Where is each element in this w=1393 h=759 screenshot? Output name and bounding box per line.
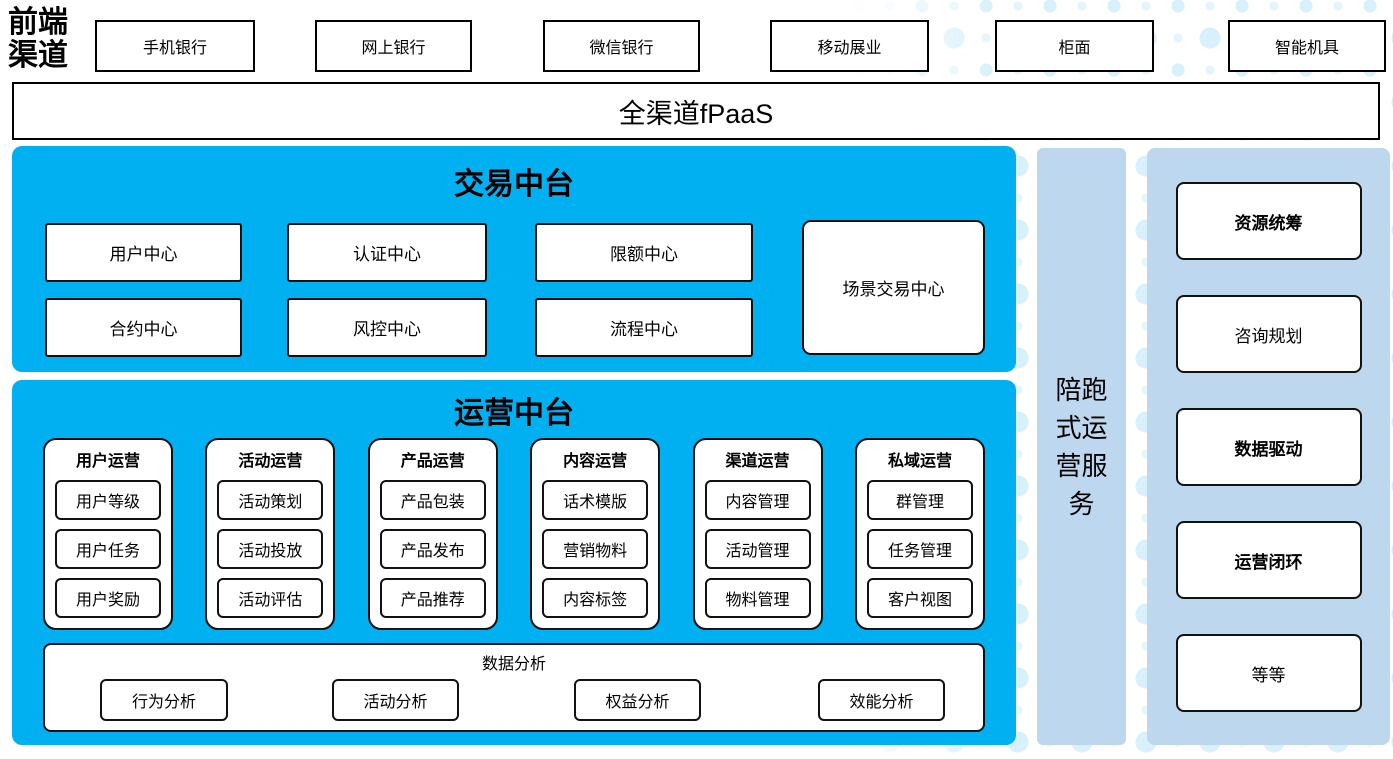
ops-item: 群管理 [866,480,973,520]
right-service-panel: 资源统筹 咨询规划 数据驱动 运营闭环 等等 [1147,148,1390,745]
ops-column-activity: 活动运营 活动策划 活动投放 活动评估 [205,438,336,630]
ops-item: 客户视图 [866,578,973,618]
ops-platform-title: 运营中台 [454,396,574,431]
ops-item: 任务管理 [866,529,973,569]
analysis-box-rights: 权益分析 [574,679,701,721]
front-channels-label: 前端渠道 [8,5,68,73]
ops-platform-panel: 运营中台 用户运营 用户等级 用户任务 用户奖励 活动运营 活动策划 活动投放 … [12,380,1016,745]
ops-item: 产品发布 [379,529,486,569]
trade-box-limit-center: 限额中心 [535,223,753,282]
fpaas-bar: 全渠道fPaaS [12,82,1380,140]
channel-box-online-banking: 网上银行 [315,20,472,72]
ops-column-title: 私域运营 [887,453,952,470]
ops-item: 营销物料 [542,529,649,569]
ops-item: 话术模版 [542,480,649,520]
ops-item: 活动策划 [217,480,324,520]
analysis-box-activity: 活动分析 [332,679,459,721]
side-service-label: 陪跑式运营服务 [1055,374,1108,519]
ops-column-content: 内容运营 话术模版 营销物料 内容标签 [530,438,661,630]
data-analysis-box: 数据分析 行为分析 活动分析 权益分析 效能分析 [43,643,985,732]
channel-box-mobile-sales: 移动展业 [770,20,929,72]
trade-box-contract-center: 合约中心 [45,298,242,357]
channel-box-smart-devices: 智能机具 [1228,20,1386,72]
ops-item: 用户任务 [55,529,161,569]
ops-column-channel: 渠道运营 内容管理 活动管理 物料管理 [692,438,823,630]
ops-item: 产品推荐 [379,578,486,618]
ops-column-private-domain: 私域运营 群管理 任务管理 客户视图 [854,438,985,630]
trade-platform-title: 交易中台 [454,167,574,202]
channel-box-wechat-banking: 微信银行 [543,20,700,72]
service-box-resource-planning: 资源统筹 [1175,182,1362,260]
trade-platform-panel: 交易中台 用户中心 认证中心 限额中心 合约中心 风控中心 流程中心 场景交易中… [12,146,1016,372]
service-box-consulting: 咨询规划 [1175,295,1362,373]
analysis-box-behavior: 行为分析 [100,679,228,721]
trade-box-user-center: 用户中心 [45,223,242,282]
service-box-ops-loop: 运营闭环 [1175,521,1362,599]
ops-column-title: 用户运营 [75,453,140,470]
trade-box-process-center: 流程中心 [535,298,753,357]
ops-item: 产品包装 [379,480,486,520]
side-service-bar: 陪跑式运营服务 [1037,148,1126,745]
ops-column-title: 产品运营 [400,453,465,470]
data-analysis-title: 数据分析 [481,656,546,673]
ops-item: 内容标签 [542,578,649,618]
ops-item: 活动投放 [217,529,324,569]
ops-columns: 用户运营 用户等级 用户任务 用户奖励 活动运营 活动策划 活动投放 活动评估 … [43,438,985,630]
ops-column-title: 渠道运营 [725,453,790,470]
ops-column-title: 活动运营 [238,453,303,470]
ops-column-user: 用户运营 用户等级 用户任务 用户奖励 [43,438,173,630]
ops-item: 用户奖励 [55,578,161,618]
analysis-box-efficiency: 效能分析 [818,679,945,721]
service-box-etc: 等等 [1175,634,1362,712]
trade-box-scenario-trade-center: 场景交易中心 [802,220,985,355]
service-box-data-driven: 数据驱动 [1175,408,1362,486]
ops-item: 活动评估 [217,578,324,618]
channel-box-counter: 柜面 [995,20,1154,72]
ops-column-product: 产品运营 产品包装 产品发布 产品推荐 [367,438,498,630]
ops-item: 物料管理 [704,578,811,618]
ops-column-title: 内容运营 [563,453,628,470]
trade-box-auth-center: 认证中心 [287,223,487,282]
ops-item: 用户等级 [55,480,161,520]
ops-item: 内容管理 [704,480,811,520]
ops-item: 活动管理 [704,529,811,569]
trade-box-risk-center: 风控中心 [287,298,487,357]
channel-box-mobile-banking: 手机银行 [95,20,255,72]
